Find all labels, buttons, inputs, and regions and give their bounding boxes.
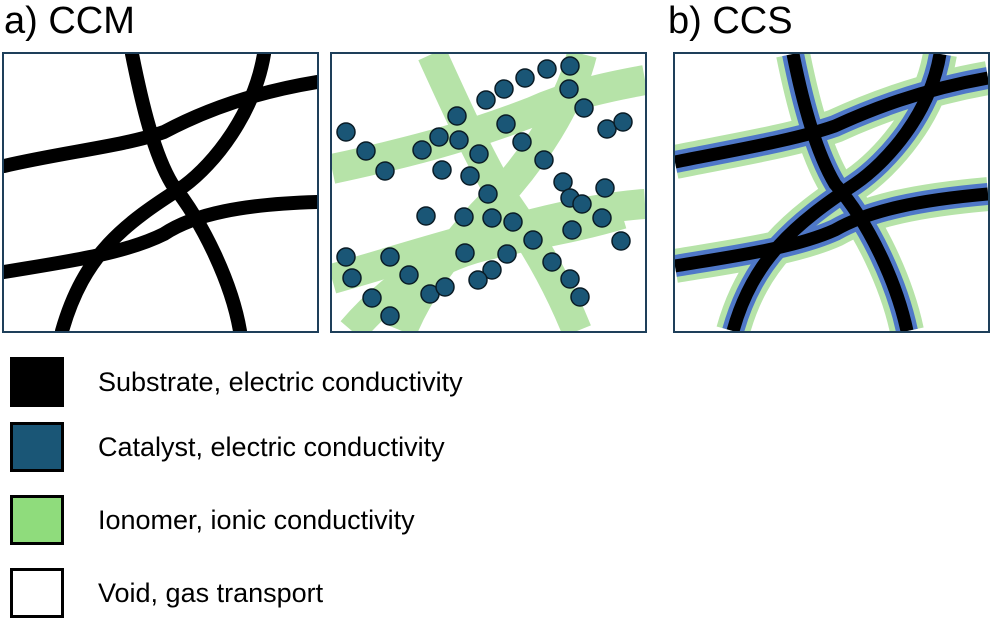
catalyst-particles (336, 56, 633, 326)
legend-item-ionomer: Ionomer, ionic conductivity (10, 492, 415, 548)
legend-label-ionomer: Ionomer, ionic conductivity (98, 504, 415, 535)
panel-a-label: a) CCM (4, 0, 135, 42)
void-swatch (10, 568, 64, 618)
ccm-substrate-panel (2, 52, 319, 333)
ccs-panel (673, 52, 990, 333)
ionomer-swatch (10, 495, 64, 545)
substrate-swatch (10, 357, 64, 407)
legend-item-substrate: Substrate, electric conductivity (10, 354, 463, 410)
legend-item-catalyst: Catalyst, electric conductivity (10, 419, 445, 475)
catalyst-swatch (10, 422, 64, 472)
ccm-catalyst-diagram (332, 54, 645, 331)
legend-label-substrate: Substrate, electric conductivity (98, 366, 463, 397)
ccs-diagram (675, 54, 988, 331)
legend-item-void: Void, gas transport (10, 565, 323, 621)
legend-label-void: Void, gas transport (98, 577, 324, 608)
panel-b-label: b) CCS (668, 0, 793, 42)
ccm-substrate-fibers (4, 54, 317, 331)
legend-label-catalyst: Catalyst, electric conductivity (98, 431, 445, 462)
ccm-catalyst-panel (330, 52, 647, 333)
